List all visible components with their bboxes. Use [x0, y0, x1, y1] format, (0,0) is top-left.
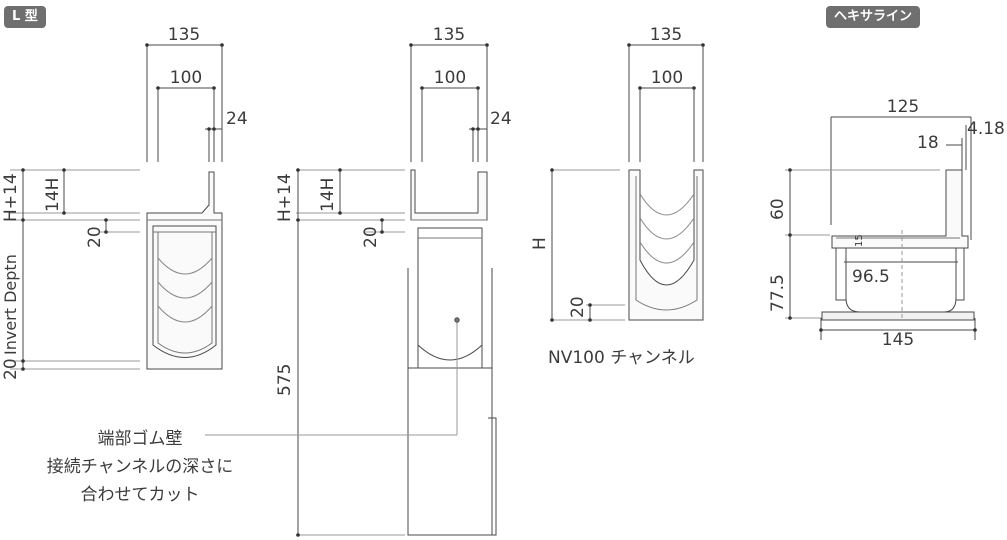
rubber-wall-note: 端部ゴム壁 接続チャンネルの深さに 合わせてカット — [20, 425, 260, 509]
heki-height-60: 60 — [768, 198, 788, 220]
nv-width-100: 100 — [651, 68, 683, 88]
hexaline-drawing — [785, 116, 976, 340]
nv-width-135: 135 — [650, 25, 682, 45]
mid-575: 575 — [275, 364, 295, 396]
note-line-1: 端部ゴム壁 — [97, 429, 183, 449]
heki-width-125: 125 — [887, 97, 919, 117]
nv100-caption: NV100 チャンネル — [548, 348, 695, 368]
mid-width-135: 135 — [433, 25, 465, 45]
left-14h: 14H — [43, 178, 63, 212]
heki-width-145: 145 — [882, 330, 914, 350]
left-20-bottom: 20 — [1, 358, 21, 380]
hexaline-badge: ヘキサライン — [826, 6, 921, 28]
left-width-135: 135 — [168, 25, 200, 45]
l-type-badge: L 型 — [4, 6, 46, 28]
nv-20: 20 — [568, 296, 588, 318]
heki-width-18: 18 — [917, 133, 939, 153]
mid-14h: 14H — [318, 178, 338, 212]
left-invert-depth: Invert Deptn — [1, 254, 20, 355]
heki-height-15: 15 — [854, 234, 865, 247]
nv100-channel-drawing — [551, 44, 704, 321]
heki-height-775: 77.5 — [768, 274, 788, 312]
nv-h: H — [530, 237, 550, 250]
mid-width-24: 24 — [490, 109, 512, 129]
left-h-plus-14: H+14 — [1, 173, 21, 222]
mid-20: 20 — [361, 226, 381, 248]
mid-h-plus-14: H+14 — [275, 173, 295, 222]
heki-width-418: 4.18 — [967, 119, 1005, 139]
heki-width-965: 96.5 — [852, 267, 890, 287]
left-width-24: 24 — [226, 109, 248, 129]
mid-width-100: 100 — [434, 68, 466, 88]
note-line-2: 接続チャンネルの深さに — [46, 457, 234, 477]
left-width-100: 100 — [170, 68, 202, 88]
note-line-3: 合わせてカット — [80, 485, 200, 505]
left-channel-drawing — [10, 44, 223, 370]
left-20-top: 20 — [85, 226, 105, 248]
